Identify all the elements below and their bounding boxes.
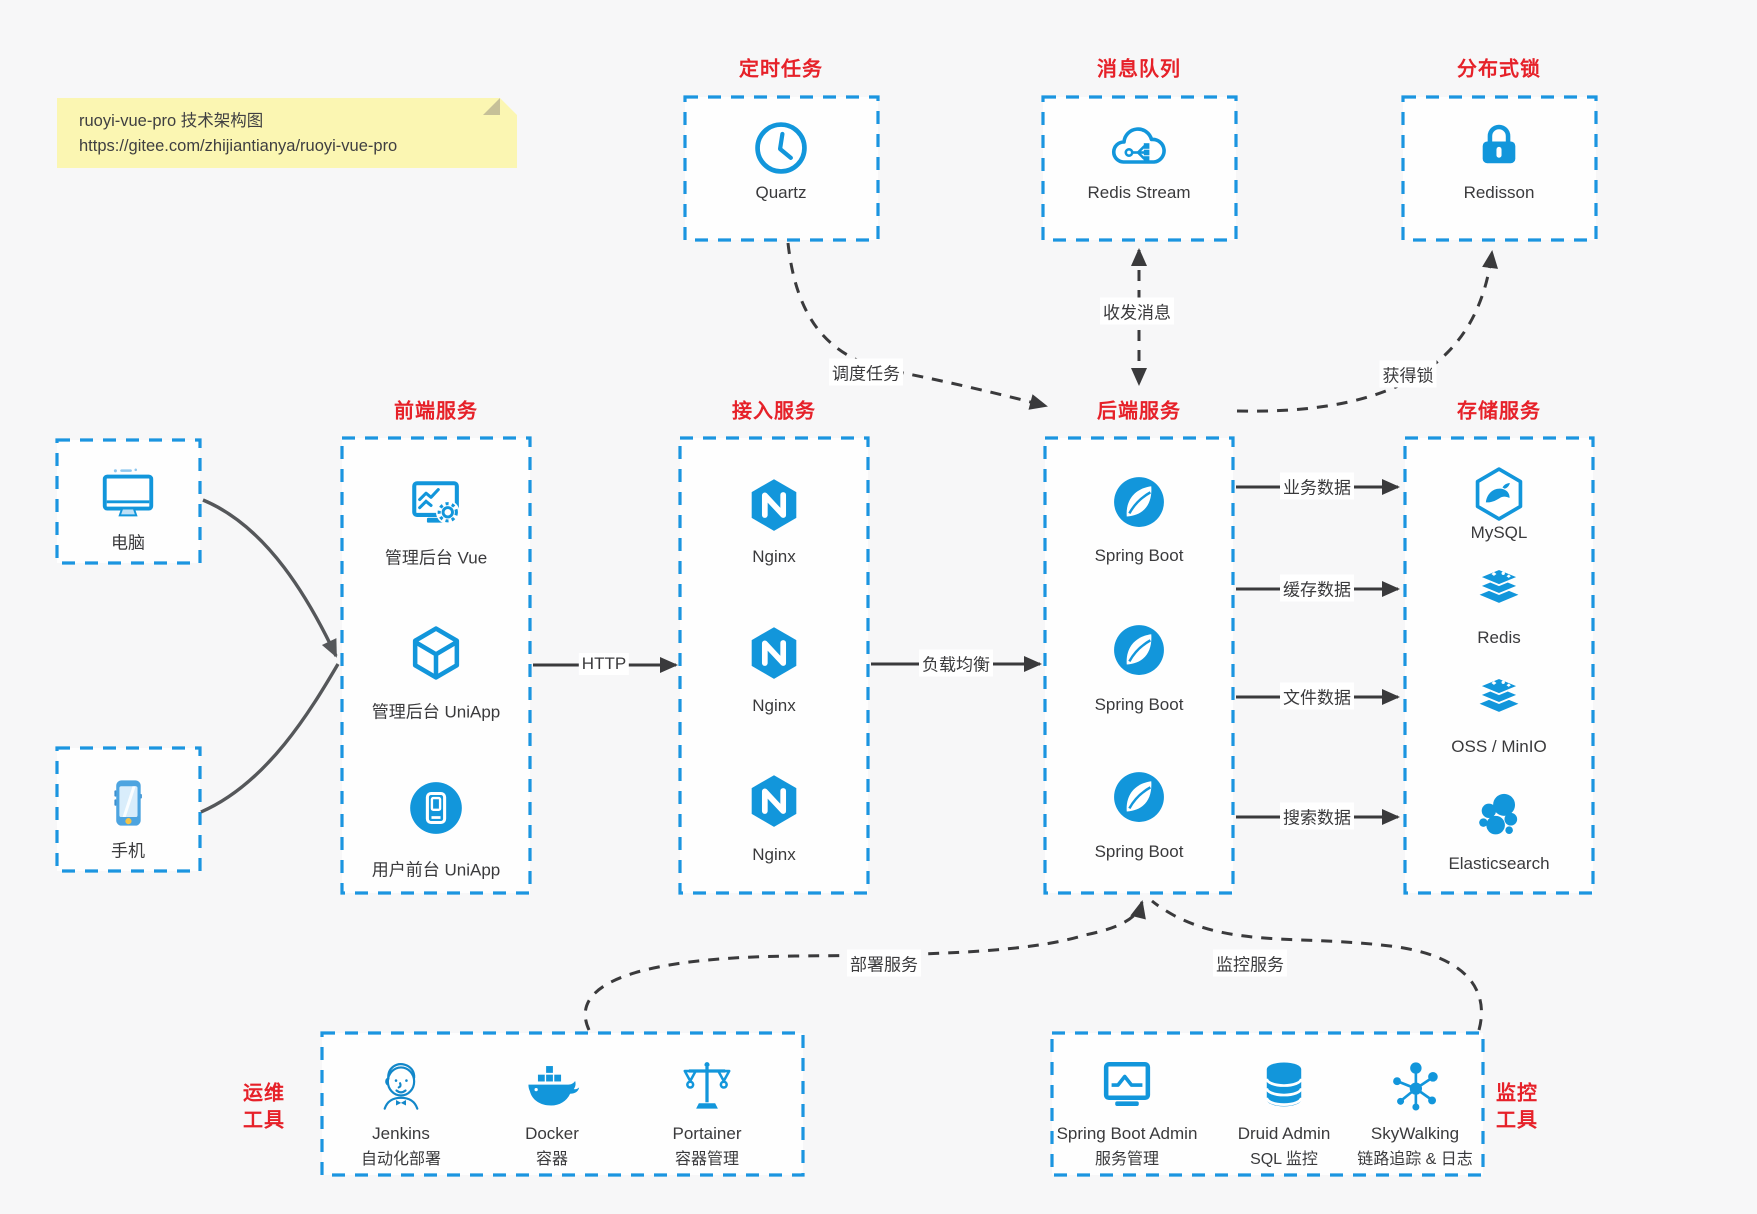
spring-boot-admin-sublabel: 服务管理 [1094,1151,1160,1168]
nginx-label: Nginx [752,845,796,864]
jenkins-icon [372,1057,430,1115]
skywalking-label: SkyWalking [1370,1124,1460,1143]
nginx-label: Nginx [752,547,796,566]
edge-label-monitor-service: 监控服务 [1213,949,1287,977]
quartz-label: Quartz [755,183,807,202]
nginx-icon [746,477,802,533]
nginx-icon [746,625,802,681]
mysql-icon [1471,466,1527,522]
spring-boot-icon [1111,474,1167,530]
phone-label: 手机 [111,841,145,861]
druid-sublabel: SQL 监控 [1250,1151,1318,1168]
elasticsearch-label: Elasticsearch [1448,854,1550,873]
devops-group-title-line1: 运维 [243,1082,285,1105]
edge-label-http: HTTP [578,653,630,675]
lock-box [1401,95,1598,242]
mobile-app-icon [407,779,465,837]
redis-stream-label: Redis Stream [1087,183,1191,202]
nginx-icon [746,773,802,829]
note-title: ruoyi-vue-pro 技术架构图 [79,112,264,130]
redisson-label: Redisson [1463,183,1535,202]
admin-vue-icon [407,476,465,534]
edge-label-load-balance: 负载均衡 [919,649,993,677]
sticky-note: ruoyi-vue-pro 技术架构图 https://gitee.com/zh… [57,98,517,168]
scheduled-group-title: 定时任务 [739,58,823,81]
devops-box [320,1031,805,1177]
note-fold-shadow [483,98,500,115]
cloud-share-icon [1107,116,1171,180]
spring-boot-label: Spring Boot [1094,695,1184,714]
edge-label-file-data: 文件数据 [1280,682,1354,710]
monitoring-group-title-line2: 工具 [1496,1109,1538,1132]
desktop-icon [97,464,159,526]
spring-boot-icon [1111,769,1167,825]
devops-group-title-line2: 工具 [243,1109,285,1132]
edge-schedule-task [786,242,1048,410]
spring-boot-admin-icon [1098,1057,1156,1115]
redis-label: Redis [1477,628,1521,647]
admin-uniapp-label: 管理后台 UniApp [371,702,501,722]
edge-phone-to-frontend [200,663,340,814]
pc-label: 电脑 [111,533,145,553]
redis-icon [1472,564,1526,618]
edge-label-deploy-service: 部署服务 [847,949,921,977]
spring-boot-label: Spring Boot [1094,842,1184,861]
edge-deploy-service [583,900,1146,1031]
edge-pc-to-frontend [202,498,338,658]
smartphone-icon [99,774,157,832]
druid-icon [1255,1057,1313,1115]
edge-acquire-lock [1236,250,1499,413]
spring-boot-label: Spring Boot [1094,546,1184,565]
oss-minio-label: OSS / MinIO [1451,737,1547,756]
edge-label-business-data: 业务数据 [1280,472,1354,500]
edge-monitor-service [1151,899,1483,1031]
admin-vue-label: 管理后台 Vue [384,548,488,568]
edge-label-search-data: 搜索数据 [1280,802,1354,830]
mq-box [1041,95,1238,242]
storage-group-title: 存储服务 [1457,400,1541,423]
edge-label-acquire-lock: 获得锁 [1379,360,1437,388]
skywalking-icon [1387,1058,1443,1114]
jenkins-sublabel: 自动化部署 [360,1151,442,1168]
jenkins-label: Jenkins [372,1124,430,1143]
docker-icon [523,1057,581,1115]
skywalking-sublabel: 链路追踪 & 日志 [1357,1151,1473,1168]
uniapp-cube-icon [407,624,465,682]
docker-sublabel: 容器 [535,1151,569,1168]
spring-boot-admin-label: Spring Boot Admin [1056,1124,1198,1143]
monitoring-box [1050,1031,1485,1177]
portainer-label: Portainer [672,1124,742,1143]
elasticsearch-icon [1472,788,1526,842]
note-url: https://gitee.com/zhijiantianya/ruoyi-vu… [79,136,398,155]
gateway-group-title: 接入服务 [732,400,816,423]
edge-label-schedule-task: 调度任务 [829,358,903,386]
frontend-group-title: 前端服务 [394,400,478,423]
clock-icon [751,118,811,178]
nginx-label: Nginx [752,696,796,715]
oss-minio-icon [1472,673,1526,727]
druid-label: Druid Admin [1237,1124,1331,1143]
monitoring-group-title-line1: 监控 [1496,1082,1538,1105]
docker-label: Docker [525,1124,579,1143]
mysql-label: MySQL [1470,523,1528,542]
mq-group-title: 消息队列 [1097,58,1181,81]
edge-label-cache-data: 缓存数据 [1280,574,1354,602]
portainer-sublabel: 容器管理 [674,1151,740,1168]
spring-boot-icon [1111,622,1167,678]
lock-group-title: 分布式锁 [1457,58,1541,81]
portainer-icon [678,1057,736,1115]
user-uniapp-label: 用户前台 UniApp [371,860,501,880]
edge-label-send-receive-message: 收发消息 [1100,297,1174,325]
lock-icon [1470,117,1528,175]
backend-group-title: 后端服务 [1097,400,1181,423]
note-fold-icon [500,98,517,115]
